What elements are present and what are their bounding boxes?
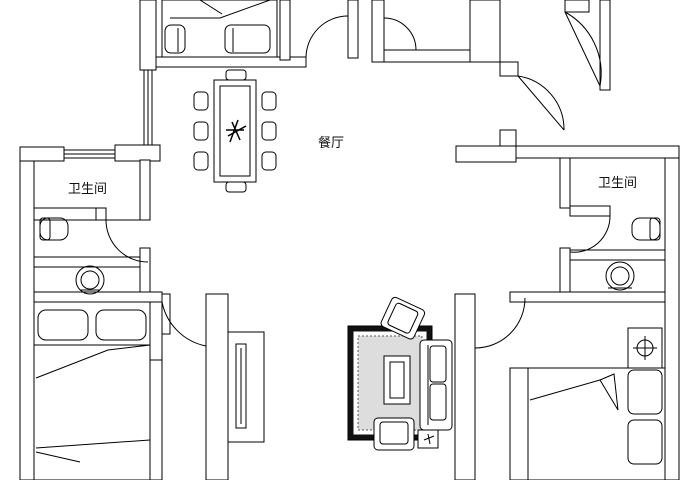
wall-bedroom-left-right (149, 359, 163, 480)
wall-right-bath-lower (569, 205, 611, 217)
dining-table (193, 69, 277, 193)
right-bedroom-furniture (509, 327, 666, 480)
armchair (373, 417, 415, 451)
wall-top-right-3 (564, 0, 590, 13)
wall-top-left-vertical (139, 0, 157, 71)
wall-bedroom-left-top (33, 291, 163, 303)
doors (105, 11, 611, 360)
wall-top-right-1 (499, 61, 519, 77)
wall-left-top (19, 146, 65, 162)
sofa (419, 339, 453, 431)
wall-dining-right (455, 145, 517, 163)
walls (19, 0, 680, 480)
living-room-furniture (347, 296, 453, 451)
wall-top-room-right (279, 0, 291, 61)
wall-top-right-4 (599, 0, 611, 91)
wall-right-bath-left2 (559, 247, 571, 299)
left-bedroom-bed (33, 301, 151, 480)
wall-living-right (454, 293, 476, 480)
sink-left (75, 265, 105, 295)
sink-right (605, 261, 635, 291)
tv-cabinet (227, 331, 265, 443)
toilet-right (631, 217, 661, 241)
wall-right-top (515, 145, 680, 159)
bathroom-label-left: 卫生间 (68, 182, 108, 197)
wall-top-mid-4 (469, 0, 501, 63)
wall-right-bath-sink (569, 249, 666, 261)
wall-bath-left-partition (139, 159, 151, 221)
right-bathroom-fixtures (605, 217, 661, 291)
bathroom-label-right: 卫生间 (598, 176, 638, 191)
wall-bath-left-lower (33, 256, 151, 268)
coffee-table (383, 355, 411, 405)
top-bedroom-bed (161, 0, 278, 58)
dining-label: 餐厅 (318, 136, 345, 151)
wall-bedroom-right-top (509, 291, 666, 303)
left-bathroom-fixtures (39, 217, 105, 295)
wall-dining-top (95, 207, 107, 221)
windows (64, 70, 153, 159)
wall-top-right-2 (499, 129, 517, 147)
wall-right-outer (664, 147, 680, 480)
wall-left-outer (19, 146, 35, 480)
wall-top-mid-1 (347, 0, 359, 59)
wall-top-mid-2 (371, 0, 385, 63)
toilet-left (39, 217, 69, 241)
wall-living-left (205, 293, 229, 480)
wall-right-bath-left (559, 157, 571, 209)
wall-window-pier (114, 144, 161, 162)
